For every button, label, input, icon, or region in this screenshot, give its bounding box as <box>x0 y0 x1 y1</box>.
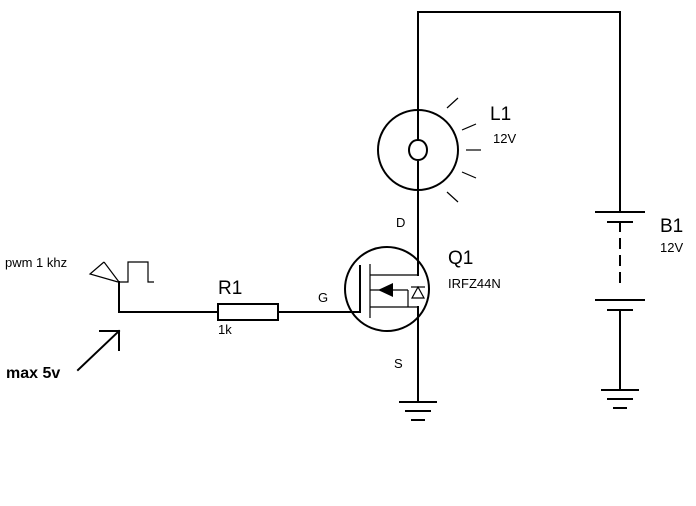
mosfet-q1 <box>319 246 430 332</box>
source-pin-label: S <box>394 356 403 371</box>
mosfet-part-label: IRFZ44N <box>448 276 501 291</box>
wire-input <box>118 281 219 313</box>
body-arrow <box>378 283 393 297</box>
battery-value-label: 12V <box>660 240 683 255</box>
pwm-label: pwm 1 khz <box>5 255 67 270</box>
resistor-value-label: 1k <box>218 322 232 337</box>
max-voltage-note: max 5v <box>6 365 60 382</box>
drain-pin-label: D <box>396 215 405 230</box>
pwm-waveform-icon <box>119 261 154 283</box>
battery-ref-label: B1 <box>660 216 683 237</box>
ground-symbol-source <box>399 401 437 421</box>
resistor-r1 <box>217 303 279 321</box>
resistor-ref-label: R1 <box>218 278 242 299</box>
lamp-rays <box>446 97 481 203</box>
lamp-value-label: 12V <box>493 131 516 146</box>
pwm-source-symbol <box>88 261 154 283</box>
lamp-ref-label: L1 <box>490 104 511 125</box>
body-diode <box>410 285 426 299</box>
battery-b1 <box>595 211 645 391</box>
mosfet-body <box>344 246 430 332</box>
ground-symbol-battery <box>601 389 639 409</box>
arrow-icon <box>76 329 121 372</box>
lamp-filament <box>408 109 428 191</box>
lamp-l1 <box>377 97 481 203</box>
gate-pin-label: G <box>318 290 328 305</box>
mosfet-ref-label: Q1 <box>448 248 473 269</box>
wire-top-loop <box>417 11 621 213</box>
